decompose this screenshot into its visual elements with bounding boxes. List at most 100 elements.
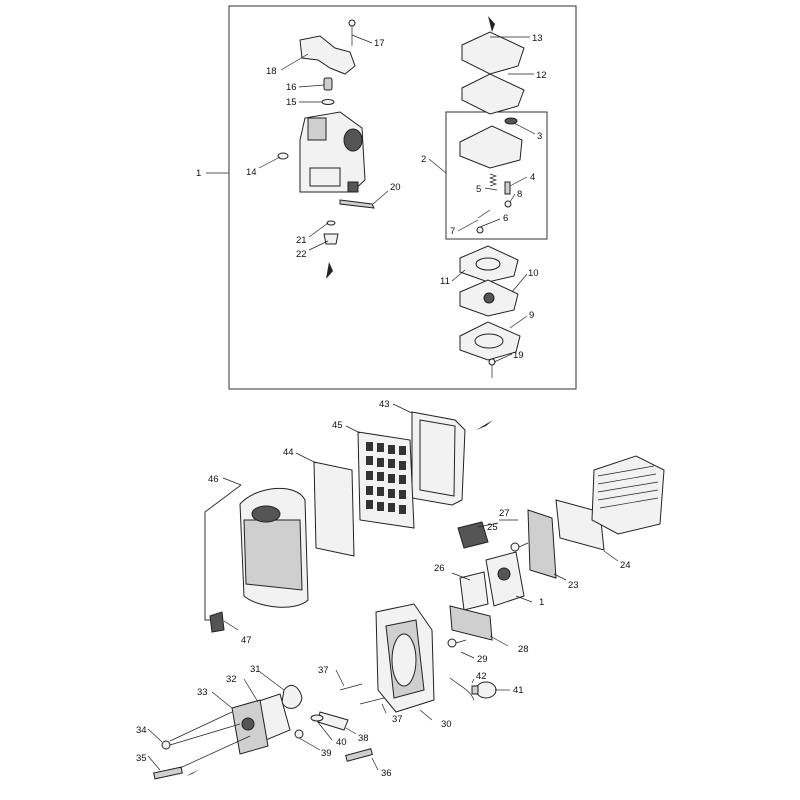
- callout-32: 32: [226, 674, 237, 685]
- direction-arrow: [326, 262, 333, 279]
- callout-42: 42: [476, 671, 487, 682]
- callout-1-bottom: 1: [539, 597, 544, 608]
- callout-23: 23: [568, 580, 579, 591]
- callout-11: 11: [440, 276, 450, 287]
- part-31-ring: [281, 685, 303, 709]
- callout-24: 24: [620, 560, 631, 571]
- callout-15: 15: [286, 97, 297, 108]
- part-42-hose: [449, 677, 475, 701]
- callout-46: 46: [208, 474, 219, 485]
- part-17-screw: [348, 19, 356, 46]
- callout-9: 9: [529, 310, 534, 321]
- part-5-spring: [488, 173, 498, 187]
- callout-13: 13: [532, 33, 543, 44]
- part-23-insulator: [527, 509, 557, 579]
- engine-assembly-panel: [147, 403, 665, 780]
- direction-arrow: [476, 420, 493, 430]
- callout-5: 5: [476, 184, 481, 195]
- part-25-bolt: [510, 542, 529, 552]
- part-12-diaphragm: [461, 73, 525, 115]
- part-41-primer-bulb: [471, 681, 497, 699]
- callout-45: 45: [332, 420, 343, 431]
- callout-7: 7: [450, 226, 455, 237]
- part-21-o-ring: [326, 220, 336, 226]
- part-3-seal: [504, 117, 518, 125]
- part-38-bracket: [317, 711, 349, 731]
- part-13-gasket: [461, 31, 525, 75]
- direction-arrow: [488, 16, 495, 32]
- part-33-recoil-starter: [231, 699, 269, 755]
- callout-40: 40: [336, 737, 347, 748]
- carburetor-body: [299, 111, 366, 193]
- callout-28: 28: [518, 644, 529, 655]
- callout-22: 22: [296, 249, 307, 260]
- part-18-throttle-bracket: [299, 35, 356, 75]
- part-16-adjuster: [323, 77, 333, 91]
- part-35-bolt: [153, 735, 251, 780]
- part-15-o-ring: [321, 99, 335, 105]
- part-27-choke-knob: [457, 521, 489, 549]
- part-26-gasket: [459, 571, 489, 611]
- callout-29: 29: [477, 654, 488, 665]
- callout-1: 1: [196, 168, 201, 179]
- callout-6: 6: [503, 213, 508, 224]
- callout-36: 36: [381, 768, 392, 779]
- callout-16: 16: [286, 82, 297, 93]
- callout-25: 25: [487, 522, 498, 533]
- part-8-screw: [504, 200, 512, 208]
- carburetor-detail-panel: [206, 5, 577, 390]
- callout-3: 3: [537, 131, 542, 142]
- part-45-filter-element: [357, 431, 415, 529]
- callout-27: 27: [499, 508, 510, 519]
- callout-33: 33: [197, 687, 208, 698]
- callout-10: 10: [528, 268, 539, 279]
- part-34-bolt: [161, 723, 241, 750]
- callout-41: 41: [513, 685, 524, 696]
- callout-44: 44: [283, 447, 294, 458]
- callout-30: 30: [441, 719, 452, 730]
- engine-cylinder: [591, 455, 665, 535]
- part-36-bolt: [345, 748, 373, 762]
- callout-39: 39: [321, 748, 332, 759]
- part-37-pin: [339, 683, 363, 691]
- part-37-pin: [359, 697, 385, 705]
- part-47-knob: [209, 611, 225, 633]
- callout-26: 26: [434, 563, 445, 574]
- part-14-washer: [277, 152, 289, 160]
- part-44-foam-pad: [313, 461, 355, 557]
- callout-8: 8: [517, 189, 522, 200]
- callout-labels: 1 2 3 4 5 6 7 8 9 10 11 12 13 14 15 16 1…: [136, 33, 631, 779]
- callout-37-bottom: 37: [392, 714, 403, 725]
- part-29-bolt: [447, 638, 467, 648]
- part-7-pin: [477, 209, 491, 219]
- callout-14: 14: [246, 167, 257, 178]
- part-4-pin: [504, 181, 511, 195]
- part-46-air-cleaner-cover: [204, 484, 309, 621]
- callout-20: 20: [390, 182, 401, 193]
- part-28-spacer: [449, 605, 493, 641]
- part-6-screw: [476, 226, 484, 234]
- callout-4: 4: [530, 172, 535, 183]
- part-20-needle: [339, 199, 375, 209]
- callout-17: 17: [374, 38, 385, 49]
- part-30-air-cleaner-base: [375, 603, 435, 713]
- callout-38: 38: [358, 733, 369, 744]
- part-19-screw: [488, 358, 496, 378]
- callout-37-top: 37: [318, 665, 329, 676]
- carburetor-detail-frame: [228, 5, 577, 390]
- callout-21: 21: [296, 235, 307, 246]
- part-22-plug: [323, 233, 339, 245]
- callout-35: 35: [136, 753, 147, 764]
- callout-18: 18: [266, 66, 277, 77]
- callout-43: 43: [379, 399, 390, 410]
- part-40-washer: [310, 714, 324, 722]
- pump-cover: [459, 125, 523, 169]
- callout-31: 31: [250, 664, 261, 675]
- callout-47: 47: [241, 635, 252, 646]
- callout-12: 12: [536, 70, 547, 81]
- callout-34: 34: [136, 725, 147, 736]
- callout-19: 19: [513, 350, 524, 361]
- direction-arrow: [186, 769, 200, 776]
- part-1-carburetor: [485, 551, 525, 607]
